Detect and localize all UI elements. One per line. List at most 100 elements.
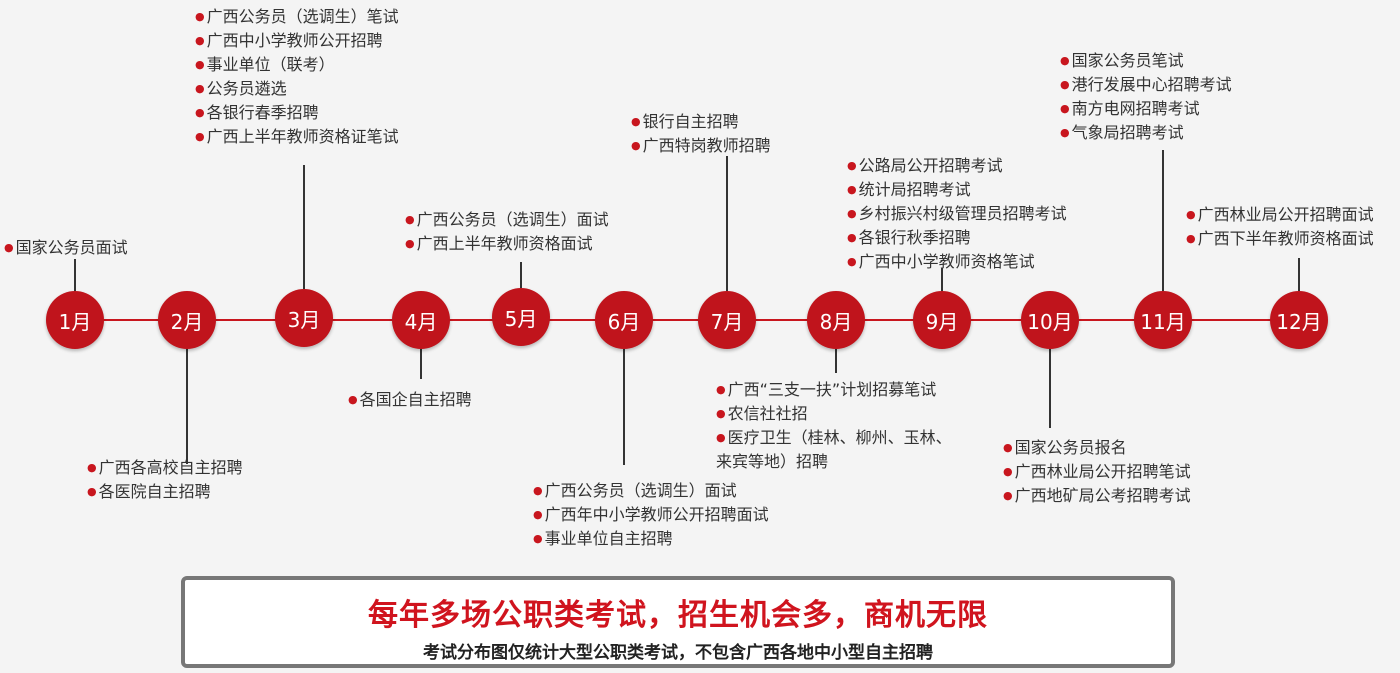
month-12-circle: 12月 [1270, 291, 1328, 349]
bullet-icon: ● [87, 485, 97, 498]
bullet-icon: ● [195, 82, 205, 95]
month-9-exam-item: ●广西中小学教师资格笔试 [847, 251, 1067, 275]
bullet-icon: ● [87, 461, 97, 474]
month-2-exam-list: ●广西各高校自主招聘●各医院自主招聘 [87, 457, 243, 505]
month-8-exam-item: ●广西“三支一扶”计划招募笔试 [716, 379, 952, 403]
timeline-axis [60, 319, 1310, 321]
exam-item-text: 各银行春季招聘 [206, 103, 319, 122]
month-5-connector [520, 262, 522, 288]
exam-item-text: 广西各高校自主招聘 [98, 458, 243, 477]
month-9-exam-item: ●各银行秋季招聘 [847, 227, 1067, 251]
bullet-icon: ● [847, 159, 857, 172]
month-2-exam-item: ●各医院自主招聘 [87, 481, 243, 505]
bullet-icon: ● [195, 58, 205, 71]
month-6-circle: 6月 [595, 291, 653, 349]
month-10-circle: 10月 [1021, 291, 1079, 349]
bullet-icon: ● [1186, 208, 1196, 221]
exam-item-text: 广西公务员（选调生）面试 [416, 210, 609, 229]
exam-item-text: 国家公务员笔试 [1071, 51, 1184, 70]
bullet-icon: ● [1060, 78, 1070, 91]
bullet-icon: ● [1186, 232, 1196, 245]
month-11-exam-item: ●国家公务员笔试 [1060, 50, 1232, 74]
exam-item-text: 港行发展中心招聘考试 [1071, 75, 1232, 94]
bullet-icon: ● [195, 34, 205, 47]
exam-item-text: 广西上半年教师资格证笔试 [206, 127, 399, 146]
exam-item-text: 各医院自主招聘 [98, 482, 211, 501]
month-3-connector [303, 165, 305, 289]
month-8-exam-item: ●农信社社招 [716, 403, 952, 427]
month-3-exam-item: ●广西中小学教师公开招聘 [195, 30, 399, 54]
exam-item-text: 南方电网招聘考试 [1071, 99, 1200, 118]
month-3-exam-list: ●广西公务员（选调生）笔试●广西中小学教师公开招聘●事业单位（联考）●公务员遴选… [195, 6, 399, 150]
bullet-icon: ● [631, 139, 641, 152]
bullet-icon: ● [716, 383, 726, 396]
banner-subtitle: 考试分布图仅统计大型公职类考试，不包含广西各地中小型自主招聘 [423, 643, 933, 663]
month-5-exam-item: ●广西公务员（选调生）面试 [405, 209, 609, 233]
month-6-connector [623, 349, 625, 465]
month-3-exam-item: ●事业单位（联考） [195, 54, 399, 78]
bullet-icon: ● [716, 431, 726, 444]
month-10-exam-item: ●广西地矿局公考招聘考试 [1003, 485, 1191, 509]
exam-item-text: 银行自主招聘 [642, 112, 739, 131]
summary-banner: 每年多场公职类考试，招生机会多，商机无限 考试分布图仅统计大型公职类考试，不包含… [181, 576, 1175, 668]
month-12-exam-item: ●广西林业局公开招聘面试 [1186, 204, 1374, 228]
month-9-exam-item: ●统计局招聘考试 [847, 179, 1067, 203]
banner-title: 每年多场公职类考试，招生机会多，商机无限 [368, 598, 988, 633]
bullet-icon: ● [1003, 441, 1013, 454]
bullet-icon: ● [631, 115, 641, 128]
month-1-exam-item: ●国家公务员面试 [4, 237, 128, 261]
month-12-exam-item: ●广西下半年教师资格面试 [1186, 228, 1374, 252]
exam-item-text: 广西特岗教师招聘 [642, 136, 771, 155]
month-3-circle: 3月 [275, 289, 333, 347]
month-11-exam-item: ●南方电网招聘考试 [1060, 98, 1232, 122]
month-12-exam-list: ●广西林业局公开招聘面试●广西下半年教师资格面试 [1186, 204, 1374, 252]
exam-item-text: 广西下半年教师资格面试 [1197, 229, 1374, 248]
month-6-exam-item: ●广西年中小学教师公开招聘面试 [533, 504, 769, 528]
exam-item-text: 事业单位自主招聘 [544, 529, 673, 548]
month-11-exam-list: ●国家公务员笔试●港行发展中心招聘考试●南方电网招聘考试●气象局招聘考试 [1060, 50, 1232, 146]
bullet-icon: ● [4, 241, 14, 254]
month-8-exam-item: ●医疗卫生（桂林、柳州、玉林、 [716, 427, 952, 451]
bullet-icon: ● [1003, 489, 1013, 502]
exam-item-text: 广西林业局公开招聘面试 [1197, 205, 1374, 224]
exam-item-text: 气象局招聘考试 [1071, 123, 1184, 142]
exam-item-text: 广西林业局公开招聘笔试 [1014, 462, 1191, 481]
exam-item-text: 公路局公开招聘考试 [858, 156, 1003, 175]
month-9-exam-item: ●乡村振兴村级管理员招聘考试 [847, 203, 1067, 227]
month-11-exam-item: ●港行发展中心招聘考试 [1060, 74, 1232, 98]
month-3-exam-item: ●广西上半年教师资格证笔试 [195, 126, 399, 150]
month-7-exam-item: ●银行自主招聘 [631, 111, 771, 135]
exam-item-text: 广西中小学教师资格笔试 [858, 252, 1035, 271]
month-12-connector [1298, 258, 1300, 291]
bullet-icon: ● [533, 508, 543, 521]
bullet-icon: ● [533, 484, 543, 497]
month-7-circle: 7月 [698, 291, 756, 349]
bullet-icon: ● [1003, 465, 1013, 478]
exam-item-text: 统计局招聘考试 [858, 180, 971, 199]
month-1-connector [74, 259, 76, 291]
exam-item-text: 国家公务员面试 [15, 238, 128, 257]
month-2-exam-item: ●广西各高校自主招聘 [87, 457, 243, 481]
exam-item-text: 广西上半年教师资格面试 [416, 234, 593, 253]
month-7-exam-item: ●广西特岗教师招聘 [631, 135, 771, 159]
month-6-exam-item: ●广西公务员（选调生）面试 [533, 480, 769, 504]
month-9-exam-item: ●公路局公开招聘考试 [847, 155, 1067, 179]
exam-item-text: 农信社社招 [727, 404, 808, 423]
month-6-exam-item: ●事业单位自主招聘 [533, 528, 769, 552]
exam-item-text: 广西中小学教师公开招聘 [206, 31, 383, 50]
month-1-circle: 1月 [46, 291, 104, 349]
month-9-connector [941, 268, 943, 291]
exam-item-text: 国家公务员报名 [1014, 438, 1127, 457]
month-4-circle: 4月 [392, 291, 450, 349]
bullet-icon: ● [847, 183, 857, 196]
exam-item-text: 广西地矿局公考招聘考试 [1014, 486, 1191, 505]
bullet-icon: ● [195, 130, 205, 143]
month-3-exam-item: ●公务员遴选 [195, 78, 399, 102]
month-8-exam-item: 来宾等地）招聘 [716, 451, 952, 473]
month-10-exam-item: ●国家公务员报名 [1003, 437, 1191, 461]
month-10-exam-item: ●广西林业局公开招聘笔试 [1003, 461, 1191, 485]
bullet-icon: ● [405, 213, 415, 226]
month-5-exam-item: ●广西上半年教师资格面试 [405, 233, 609, 257]
bullet-icon: ● [1060, 54, 1070, 67]
